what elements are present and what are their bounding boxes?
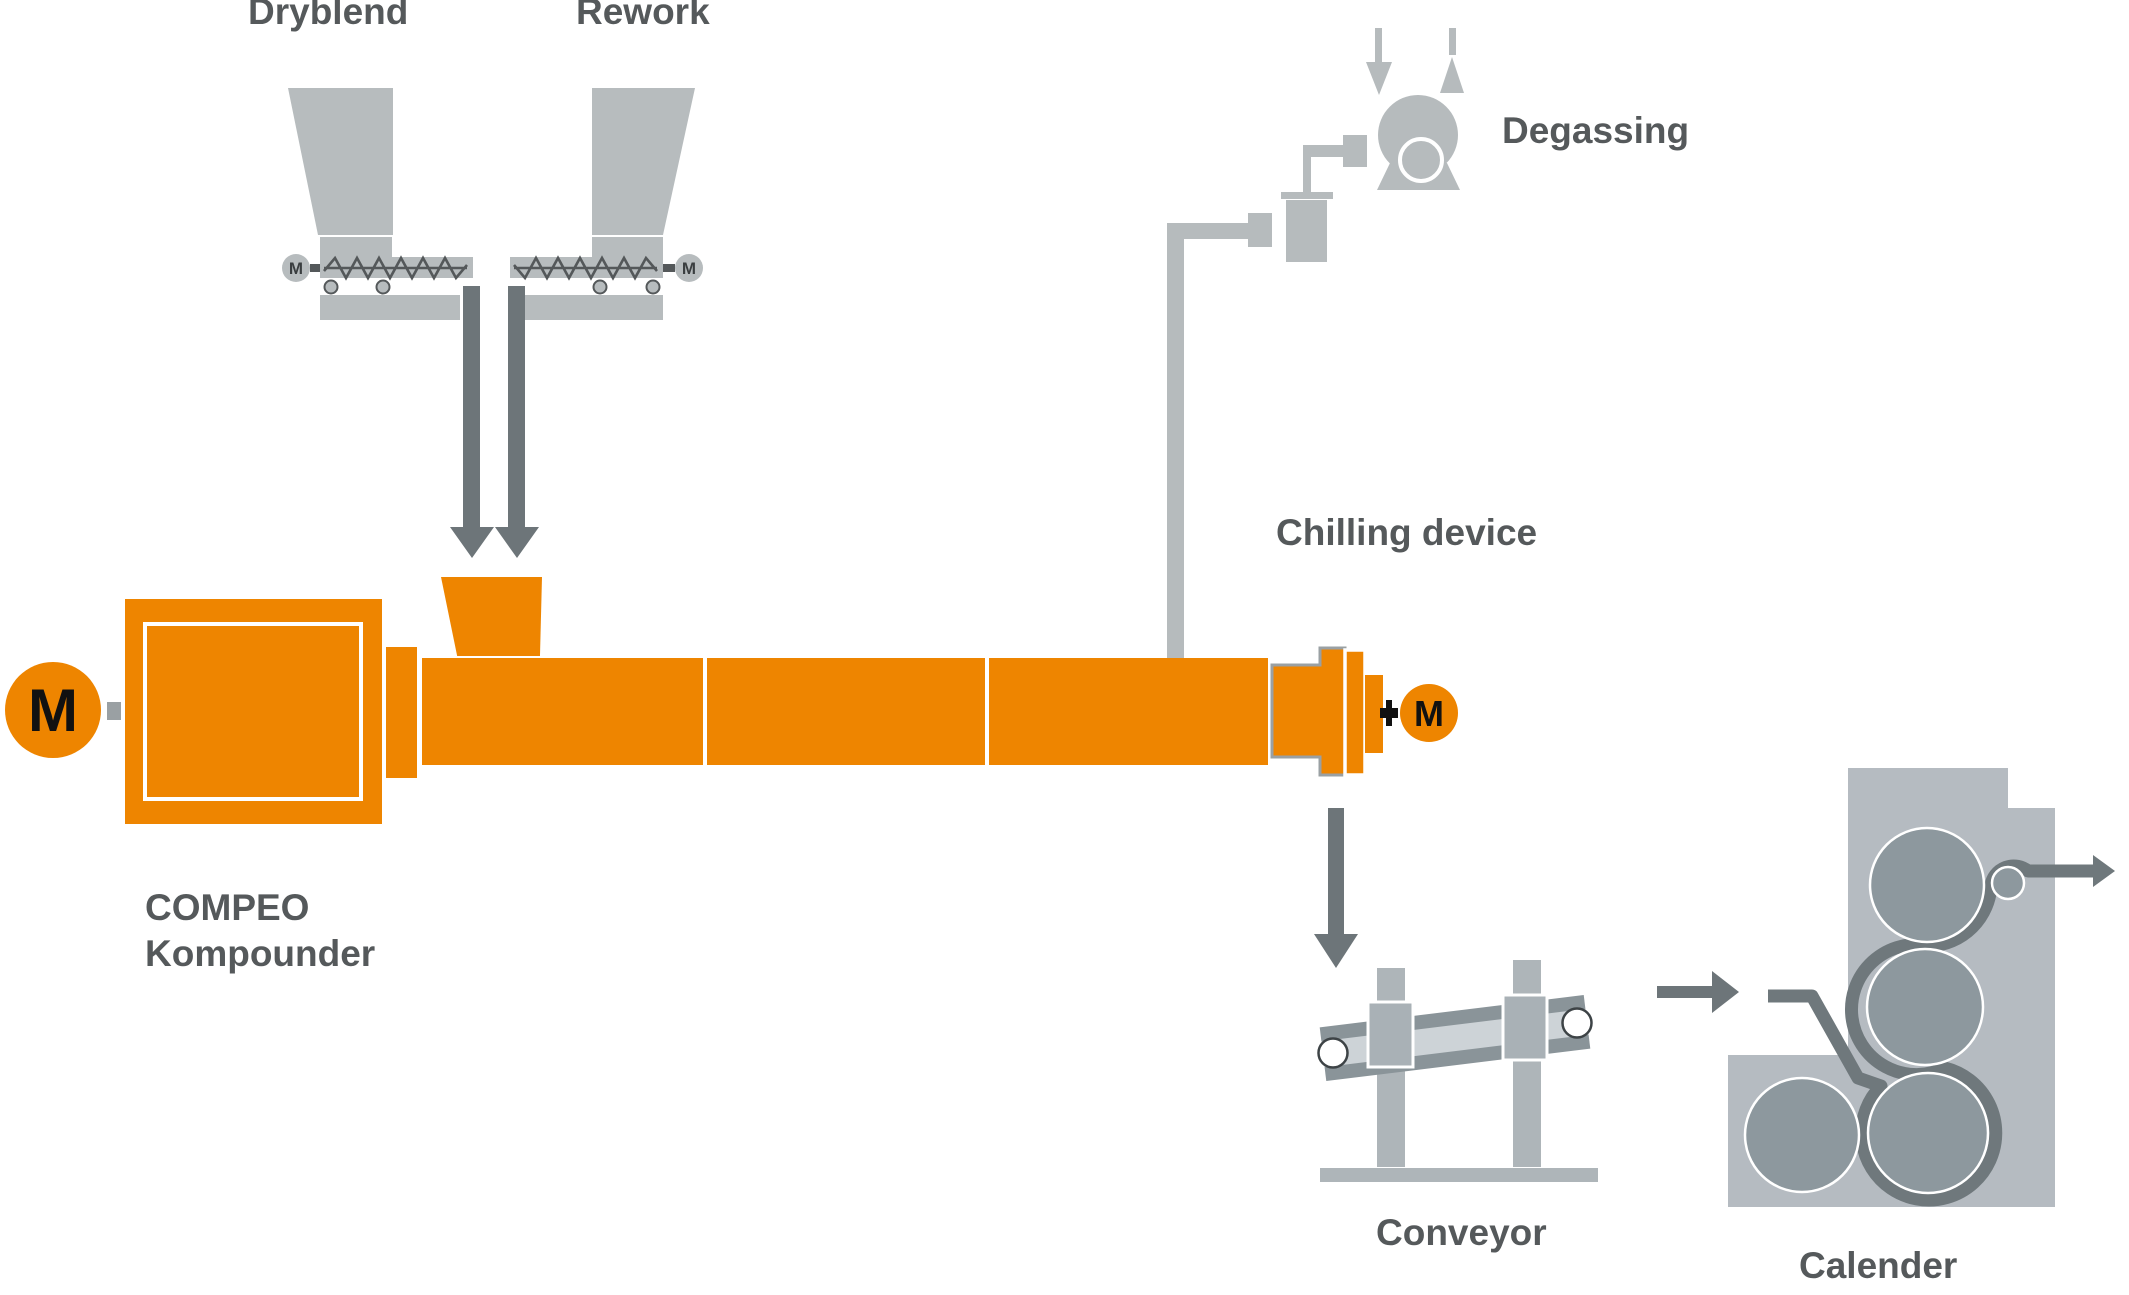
- feeder-left-label: Dryblend: [248, 0, 409, 32]
- compounder-type: Kompounder: [145, 933, 376, 975]
- conveyor: [1317, 960, 1598, 1182]
- vessel-outlet-pipe: [1303, 145, 1311, 192]
- calender-roll-middle: [1865, 947, 1985, 1067]
- calender-roll-bottom-right: [1866, 1071, 1990, 1195]
- compounder-label: COMPEO Kompounder: [145, 885, 375, 978]
- barrel-end-flange: [1255, 677, 1268, 748]
- condensate-vessel: [1286, 200, 1327, 262]
- conveyor-base: [1320, 1168, 1598, 1182]
- melt-drop-line: [1328, 808, 1344, 936]
- vacuum-in-line: [1375, 28, 1382, 62]
- vent-elbow-pipe: [1167, 223, 1255, 239]
- melt-drop-arrow-icon: [1314, 934, 1358, 968]
- discharge-motor: [1400, 684, 1458, 742]
- feeder-right-loadcell-2: [645, 279, 661, 295]
- discharge-head: [1270, 646, 1347, 777]
- chilling-device-label: Chilling device: [1276, 512, 1538, 553]
- main-motor: M: [5, 662, 101, 758]
- feeder-left-loadcell-2: [375, 279, 391, 295]
- main-motor-shaft: [107, 702, 121, 720]
- pump-inlet-coupling: [1343, 135, 1367, 167]
- barrel-segment-2: [707, 658, 985, 765]
- feeder-right-neck: [592, 237, 663, 257]
- feed-pipe-left: [463, 286, 480, 528]
- feeder-right-label: Rework: [576, 0, 710, 32]
- feeder-right-motor-letter: M: [682, 259, 696, 278]
- conveyor-roller-left: [1317, 1037, 1349, 1069]
- feeder-left-loadcell-1: [323, 279, 339, 295]
- calender-roll-bottom-left: [1743, 1076, 1861, 1194]
- gearbox-coupling: [386, 647, 417, 778]
- gearbox-inner-frame: [143, 622, 363, 801]
- conveyor-post-right: [1513, 960, 1541, 1167]
- vent-riser-pipe: [1167, 223, 1184, 658]
- vent-pipe-coupling: [1248, 213, 1272, 247]
- feeder-right-motor: [675, 254, 703, 282]
- condensate-vessel-lid: [1281, 192, 1333, 199]
- feeder-left-neck: [320, 237, 392, 257]
- feeder-left: M: [282, 88, 473, 320]
- feeder-left-motor-shaft: [310, 264, 320, 272]
- degassing-unit: [1167, 28, 1464, 658]
- vacuum-out-arrow-icon: [1440, 57, 1464, 93]
- feeder-left-base: [320, 295, 460, 320]
- main-motor-letter: M: [28, 676, 78, 744]
- barrel-segment-3: [989, 658, 1268, 765]
- calender: [1728, 768, 2115, 1207]
- vessel-elbow-pipe: [1303, 145, 1348, 157]
- discharge-motor-letter: M: [1414, 693, 1444, 734]
- vacuum-in-arrow-icon: [1366, 62, 1392, 95]
- calender-roll-takeoff: [1990, 865, 2026, 901]
- feed-arrow-left-icon: [450, 527, 494, 558]
- conveyor-label: Conveyor: [1376, 1212, 1547, 1253]
- discharge-flange: [1365, 675, 1383, 753]
- compounder-name: COMPEO: [145, 887, 310, 928]
- feeder-right: M: [510, 88, 703, 320]
- feeder-right-loadcell-1: [592, 279, 608, 295]
- transfer-arrow-icon: [1712, 971, 1739, 1013]
- feeder-right-screw-icon: [513, 255, 658, 281]
- vacuum-pump-rotor: [1398, 137, 1444, 183]
- vacuum-out-line: [1449, 28, 1456, 55]
- feeder-right-base: [523, 295, 663, 320]
- conveyor-belt: [1319, 994, 1591, 1082]
- feeder-left-motor: [282, 254, 310, 282]
- calender-roll-top: [1868, 826, 1986, 944]
- die-plate: [1343, 648, 1367, 777]
- feeder-right-hopper: [592, 88, 695, 235]
- inlet-funnel: [441, 577, 542, 656]
- feeder-left-motor-letter: M: [289, 259, 303, 278]
- feed-arrow-right-icon: [495, 527, 539, 558]
- gearbox: [125, 599, 382, 824]
- sheet-exit-arrow-icon: [2093, 855, 2115, 887]
- calender-label: Calender: [1799, 1245, 1958, 1286]
- conveyor-roller-right: [1561, 1007, 1593, 1039]
- degassing-label: Degassing: [1502, 110, 1690, 151]
- feeder-left-hopper: [288, 88, 393, 235]
- discharge-unit: M: [1270, 646, 1458, 777]
- feed-pipe-right: [508, 286, 525, 528]
- discharge-shaft-cross: [1386, 700, 1392, 726]
- transfer-line: [1657, 986, 1713, 998]
- feeder-left-screw-icon: [323, 255, 468, 281]
- feeder-right-motor-shaft: [663, 264, 675, 272]
- conveyor-mount-left: [1366, 1000, 1415, 1069]
- barrel-segment-1: [422, 658, 703, 765]
- conveyor-mount-right: [1501, 993, 1549, 1062]
- sheet-path: [1768, 859, 2093, 1207]
